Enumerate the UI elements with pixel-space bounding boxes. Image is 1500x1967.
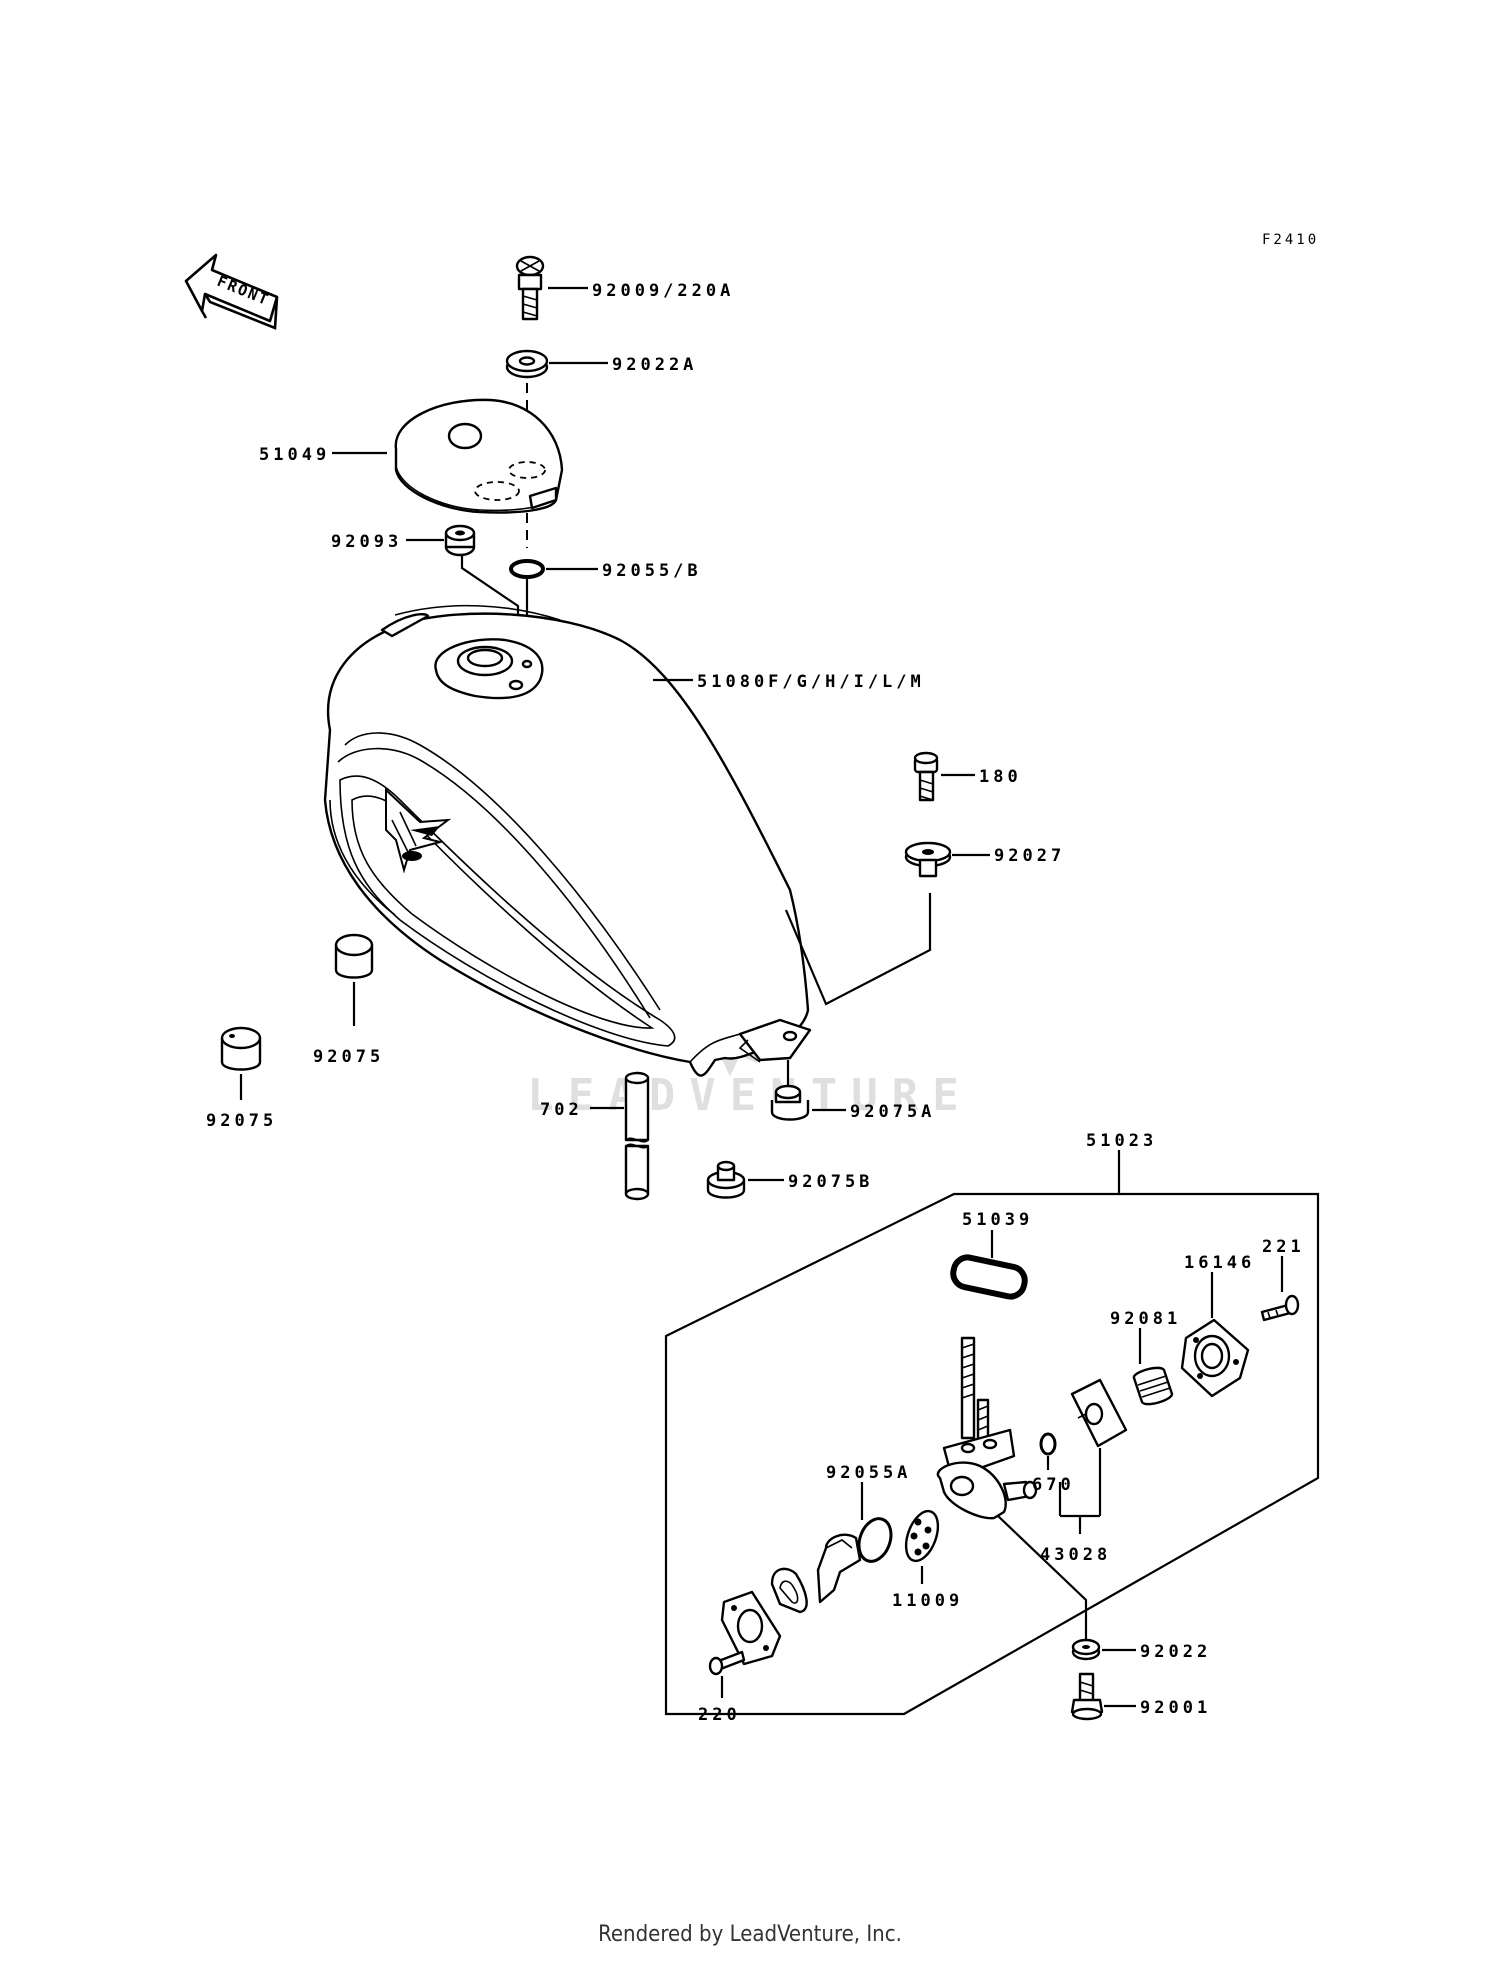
part-label-92022A: 92022A [612, 355, 697, 375]
screw-221-icon [1260, 1294, 1300, 1322]
part-label-180: 180 [979, 767, 1022, 787]
grommet-92093-icon [444, 524, 476, 557]
bolt-92001-icon [1070, 1672, 1104, 1721]
collar-92027-icon [904, 841, 952, 878]
gasket-51039-icon [950, 1254, 1028, 1300]
part-label-221: 221 [1262, 1237, 1305, 1257]
part-label-220: 220 [698, 1705, 741, 1725]
part-label-92093: 92093 [331, 532, 402, 552]
part-label-43028: 43028 [1040, 1545, 1111, 1565]
part-label-92081: 92081 [1110, 1309, 1181, 1329]
part-label-92001: 92001 [1140, 1698, 1211, 1718]
part-label-92055B: 92055/B [602, 561, 702, 581]
part-label-51080: 51080F/G/H/I/L/M [697, 672, 925, 692]
watermark-text: LEADVENTURE [527, 1070, 972, 1121]
cover-16146-icon [1180, 1318, 1250, 1398]
part-label-51023: 51023 [1086, 1131, 1157, 1151]
tank-emblem-icon [385, 787, 452, 874]
oring-92055B-icon [509, 559, 545, 579]
rubber-92075A-icon [770, 1084, 810, 1121]
front-arrow-icon: FRONT [184, 253, 279, 330]
part-label-92075-b: 92075 [206, 1111, 277, 1131]
bolt-92009-icon [515, 255, 545, 321]
part-label-92027: 92027 [994, 846, 1065, 866]
part-label-92075-a: 92075 [313, 1047, 384, 1067]
part-label-16146: 16146 [1184, 1253, 1255, 1273]
cap-cover-51049-icon [394, 398, 564, 514]
seal-icon [770, 1567, 808, 1614]
fuel-cock-body-icon [936, 1336, 1038, 1520]
mounting-plate-icon [720, 1590, 782, 1666]
bolt-180-icon [913, 751, 939, 802]
part-label-670: 670 [1032, 1475, 1075, 1495]
oring-92055A-icon [857, 1517, 893, 1563]
lever-icon [816, 1533, 862, 1604]
rubber-92075-a-icon [334, 933, 374, 979]
screw-220-icon [708, 1650, 746, 1676]
fuel-tank-51080-icon [323, 604, 812, 1077]
part-label-92009: 92009/220A [592, 281, 734, 301]
tube-702-icon [624, 1071, 650, 1201]
footer-credit: Rendered by LeadVenture, Inc. [598, 1922, 902, 1947]
washer-92022A-icon [505, 349, 549, 379]
diaphragm-43028-icon [1070, 1378, 1128, 1448]
part-label-92055A: 92055A [826, 1463, 911, 1483]
rubber-92075B-icon [706, 1160, 746, 1199]
part-label-51049: 51049 [259, 445, 330, 465]
gasket-11009-icon [904, 1509, 940, 1563]
rubber-92075-b-icon [220, 1026, 262, 1071]
washer-92022-icon [1071, 1638, 1101, 1661]
figure-code: F2410 [1262, 232, 1320, 248]
part-label-92075B: 92075B [788, 1172, 873, 1192]
part-label-702: 702 [540, 1100, 583, 1120]
assembly-51023-frame [664, 1192, 1320, 1716]
part-label-11009: 11009 [892, 1591, 963, 1611]
oring-670-icon [1039, 1432, 1057, 1456]
part-label-51039: 51039 [962, 1210, 1033, 1230]
part-label-92075A: 92075A [850, 1102, 935, 1122]
spring-92081-icon [1132, 1366, 1174, 1406]
part-label-92022: 92022 [1140, 1642, 1211, 1662]
